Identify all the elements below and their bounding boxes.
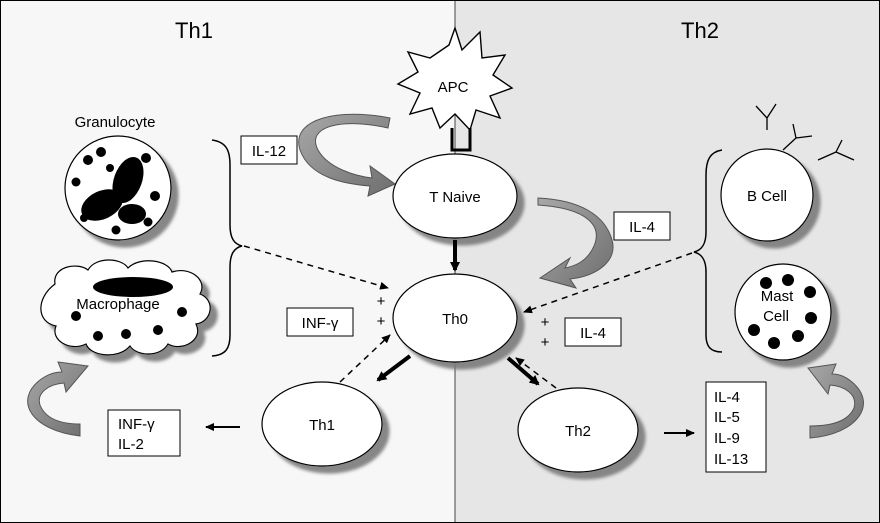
mast-cell-label-2: Cell (763, 308, 789, 325)
left-panel-title: Th1 (175, 18, 213, 43)
th2-effectors-to-th0-arrow (523, 252, 693, 314)
il12-label: IL-12 (252, 143, 286, 160)
antibody-icon (755, 103, 855, 161)
th2-output-il5: IL-5 (714, 409, 740, 426)
b-cell-label: B Cell (747, 188, 787, 205)
inf-gamma-label: INF-γ (302, 315, 339, 332)
th2-feedback-arrow (515, 357, 557, 389)
th2-label: Th2 (565, 423, 591, 440)
th0-cell: Th0 (392, 273, 518, 363)
th0-to-th1-arrow (376, 354, 412, 382)
th1-output-inf-gamma: INF-γ (118, 416, 155, 433)
th1-output-il2: IL-2 (118, 436, 144, 453)
th1-feedback-arrow (339, 334, 391, 383)
th1-cell: Th1 (261, 381, 383, 467)
left-panel (0, 0, 455, 523)
right-panel-title: Th2 (681, 18, 719, 43)
mast-cell: Mast Cell (734, 263, 832, 361)
granulocyte-label: Granulocyte (75, 114, 156, 131)
th1-effectors-to-th0-arrow (243, 245, 389, 290)
il4-mid-label: IL-4 (580, 325, 606, 342)
apc-cell: APC (396, 25, 514, 132)
il4-top-box: IL-4 (613, 211, 671, 241)
t-naive-cell: T Naive (392, 153, 518, 239)
il12-box: IL-12 (240, 135, 298, 165)
th1-output-to-macrophage-arrow (27, 361, 89, 437)
t-naive-label: T Naive (429, 189, 480, 206)
il12-curved-arrow (298, 113, 396, 197)
plus-sign-2: + (377, 313, 386, 330)
left-brace (211, 139, 243, 357)
apc-label: APC (438, 79, 469, 96)
th2-output-il4: IL-4 (714, 389, 740, 406)
il4-curved-arrow (537, 197, 614, 289)
apc-receptor (450, 128, 472, 152)
il4-mid-box: IL-4 (564, 317, 622, 347)
plus-sign-4: + (541, 334, 550, 351)
macrophage-label: Macrophage (76, 296, 159, 313)
th2-cell: Th2 (517, 387, 639, 473)
mast-cell-label-1: Mast (761, 288, 794, 305)
th1-label: Th1 (309, 417, 335, 434)
plus-sign-1: + (377, 293, 386, 310)
plus-sign-3: + (541, 314, 550, 331)
th2-output-il13: IL-13 (714, 451, 748, 468)
th1-output-box: INF-γ IL-2 (107, 409, 181, 457)
macrophage-cell: Macrophage (40, 259, 211, 356)
th2-output-il9: IL-9 (714, 430, 740, 447)
right-brace (693, 149, 723, 353)
granulocyte-cell (64, 135, 172, 241)
th2-output-box: IL-4 IL-5 IL-9 IL-13 (705, 381, 767, 473)
inf-gamma-box: INF-γ (286, 307, 354, 337)
b-cell: B Cell (720, 148, 814, 242)
il4-top-label: IL-4 (629, 219, 655, 236)
th0-to-th2-arrow (506, 356, 540, 386)
th0-label: Th0 (442, 311, 468, 328)
th2-output-to-mastcell-arrow (807, 363, 864, 439)
